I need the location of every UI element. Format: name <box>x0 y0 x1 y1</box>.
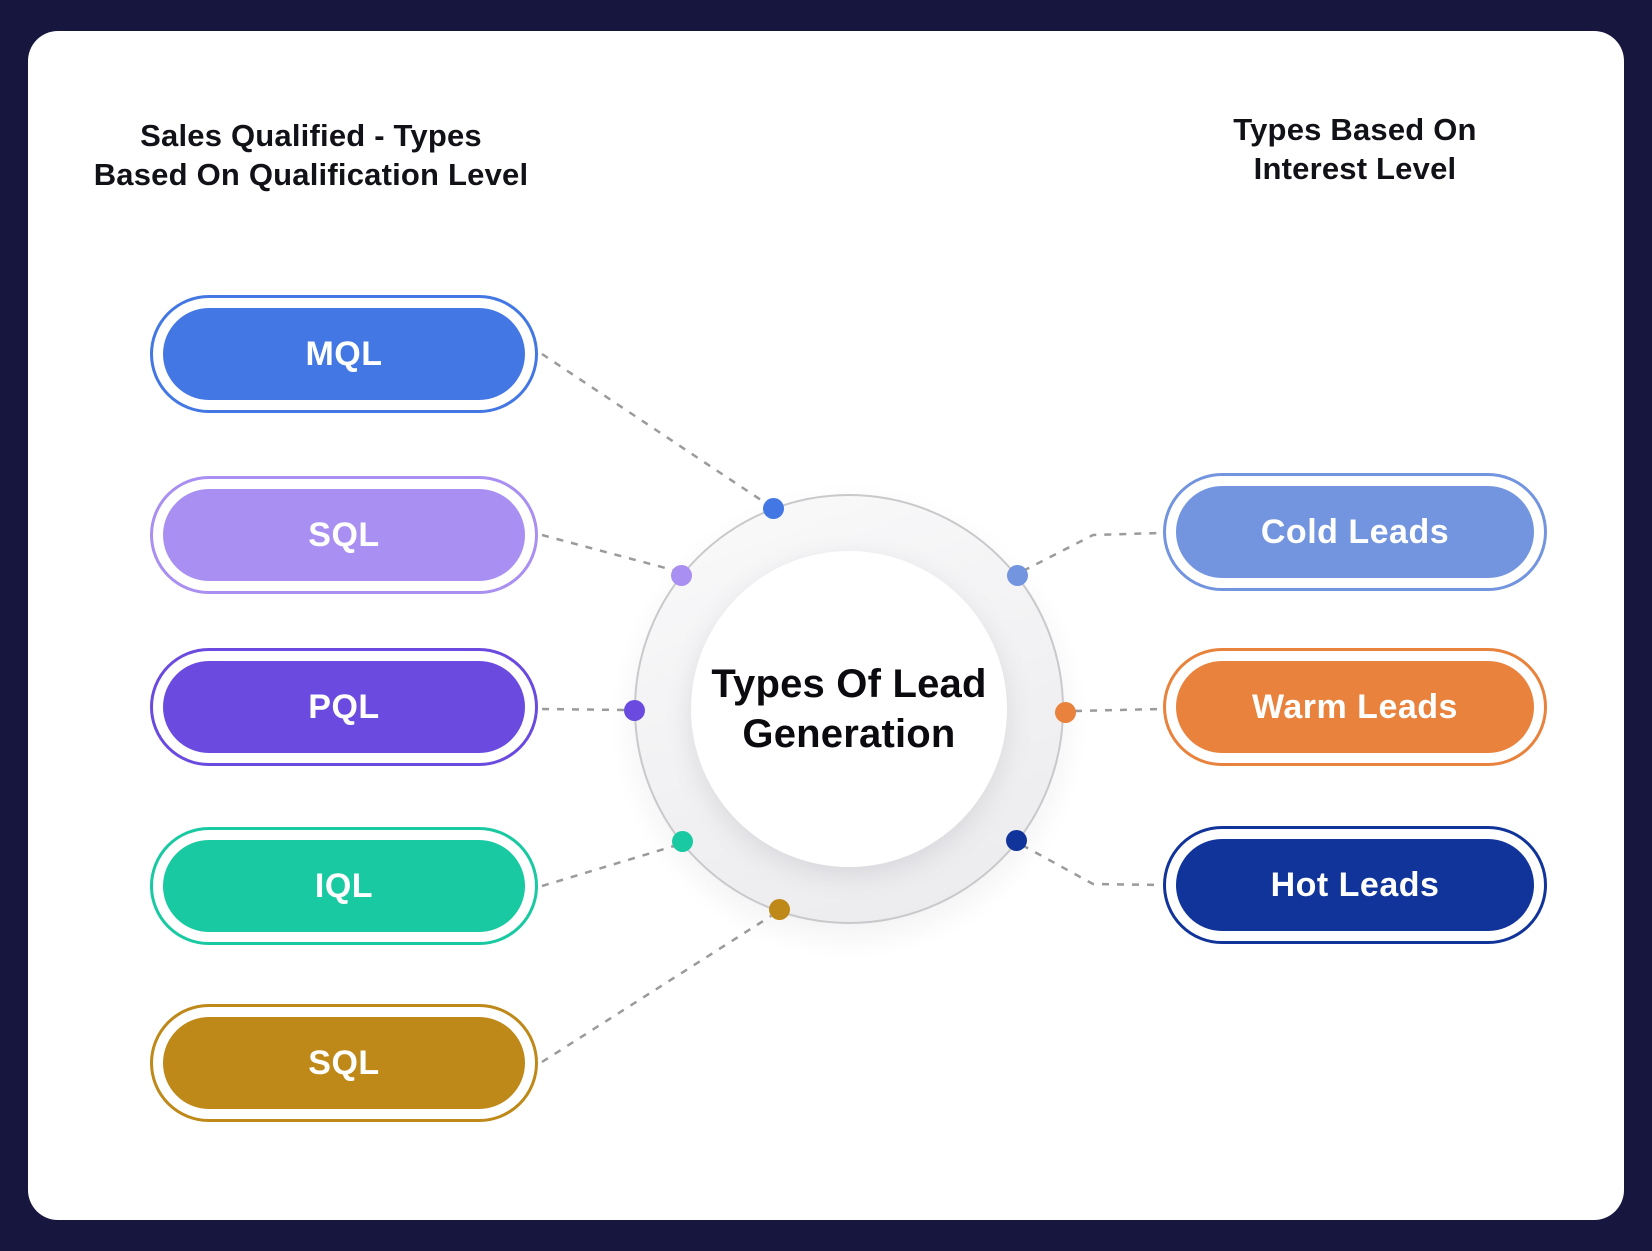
pill-mql-label: MQL <box>305 334 383 373</box>
node-dot-sql <box>671 565 692 586</box>
pill-sql2: SQL <box>150 1004 538 1122</box>
pill-hot-leads-fill: Hot Leads <box>1176 839 1534 931</box>
pill-pql: PQL <box>150 648 538 766</box>
right-group-heading: Types Based On Interest Level <box>1125 110 1585 188</box>
pill-mql: MQL <box>150 295 538 413</box>
pill-sql2-label: SQL <box>308 1043 380 1082</box>
pill-hot-leads: Hot Leads <box>1163 826 1547 944</box>
pill-iql-fill: IQL <box>163 840 525 932</box>
pill-warm-leads-label: Warm Leads <box>1252 687 1458 726</box>
center-title-line2: Generation <box>742 712 956 756</box>
left-heading-line1: Sales Qualified - Types <box>140 118 482 153</box>
pill-mql-fill: MQL <box>163 308 525 400</box>
node-dot-pql <box>624 700 645 721</box>
node-dot-cold-leads <box>1007 565 1028 586</box>
pill-warm-leads: Warm Leads <box>1163 648 1547 766</box>
pill-pql-label: PQL <box>308 687 380 726</box>
right-heading-line1: Types Based On <box>1233 112 1477 147</box>
pill-cold-leads-label: Cold Leads <box>1260 512 1450 551</box>
pill-hot-leads-label: Hot Leads <box>1270 865 1440 904</box>
pill-cold-leads: Cold Leads <box>1163 473 1547 591</box>
node-dot-hot-leads <box>1006 830 1027 851</box>
left-heading-line2: Based On Qualification Level <box>93 157 529 192</box>
node-dot-mql <box>763 498 784 519</box>
center-title-line1: Types Of Lead <box>711 662 987 706</box>
pill-iql-label: IQL <box>314 866 374 905</box>
pill-pql-fill: PQL <box>163 661 525 753</box>
pill-iql: IQL <box>150 827 538 945</box>
pill-sql-label: SQL <box>308 515 380 554</box>
right-heading-line2: Interest Level <box>1253 151 1457 186</box>
pill-sql: SQL <box>150 476 538 594</box>
center-circle: Types Of Lead Generation <box>691 551 1007 867</box>
pill-warm-leads-fill: Warm Leads <box>1176 661 1534 753</box>
node-dot-warm-leads <box>1055 702 1076 723</box>
pill-sql-fill: SQL <box>163 489 525 581</box>
center-title: Types Of Lead Generation <box>711 659 986 759</box>
node-dot-iql <box>672 831 693 852</box>
left-group-heading: Sales Qualified - Types Based On Qualifi… <box>51 116 571 194</box>
pill-cold-leads-fill: Cold Leads <box>1176 486 1534 578</box>
pill-sql2-fill: SQL <box>163 1017 525 1109</box>
node-dot-sql2 <box>769 899 790 920</box>
